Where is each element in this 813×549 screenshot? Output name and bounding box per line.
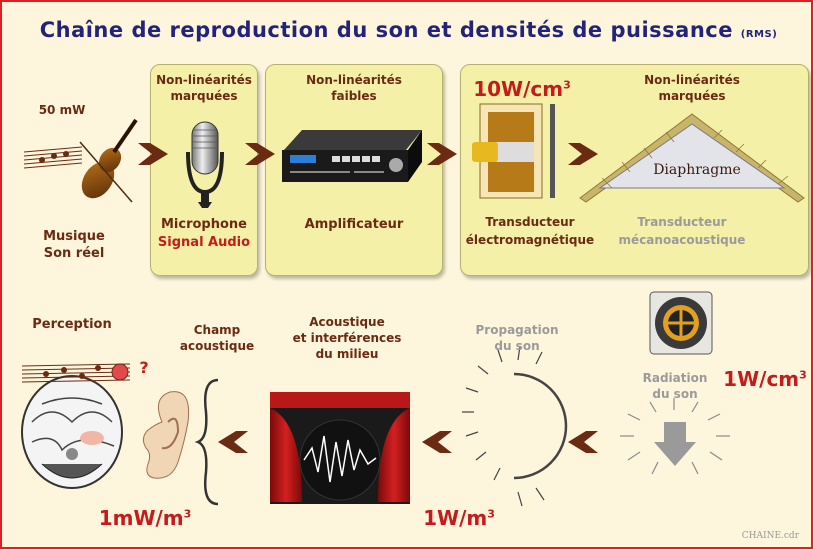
diaphragm-label-2: mécanoacoustique bbox=[618, 233, 746, 247]
field-label-2: acoustique bbox=[179, 339, 255, 353]
flow-arrow-2 bbox=[245, 143, 275, 165]
violin-icon bbox=[79, 118, 138, 203]
radiation-power: 1W/cm3 bbox=[720, 368, 810, 391]
microphone-note-1: Non-linéarités bbox=[156, 73, 252, 87]
propagation-label-1: Propagation bbox=[475, 323, 559, 337]
microphone-icon bbox=[186, 121, 224, 208]
amplifier-icon bbox=[282, 130, 422, 182]
title-suffix: (RMS) bbox=[740, 29, 778, 40]
transducer-em-power-exp: 3 bbox=[563, 78, 571, 92]
field-power-value: 1mW/m bbox=[98, 506, 184, 530]
radiation-label-2: du son bbox=[652, 387, 698, 401]
source-power: 50 mW bbox=[38, 103, 86, 117]
acoustics-power-exp: 3 bbox=[487, 507, 495, 521]
perception-staff-icon bbox=[21, 363, 131, 383]
radiation-power-exp: 3 bbox=[799, 368, 807, 382]
transducer-em-label-1: Transducteur bbox=[485, 215, 575, 229]
field-power: 1mW/m3 bbox=[90, 507, 200, 530]
diaphragm-icon bbox=[579, 113, 805, 203]
microphone-label: Microphone bbox=[160, 217, 247, 232]
field-label-1: Champ bbox=[193, 323, 241, 337]
source-label-1: Musique bbox=[43, 229, 105, 244]
flow-arrow-1 bbox=[138, 143, 168, 165]
transducer-em-label-2: électromagnétique bbox=[465, 233, 595, 247]
brain-icon bbox=[21, 375, 123, 489]
acoustics-power: 1W/m3 bbox=[414, 507, 504, 530]
microphone-sublabel: Signal Audio bbox=[157, 235, 251, 250]
transducer-em-power-value: 10W/cm bbox=[473, 77, 564, 101]
radiation-icon bbox=[620, 398, 730, 475]
perception-question: ? bbox=[139, 358, 149, 377]
amplifier-note-2: faibles bbox=[331, 89, 377, 103]
loudspeaker-icon bbox=[649, 291, 713, 355]
flow-arrow-6 bbox=[422, 431, 452, 453]
transducer-em-power: 10W/cm3 bbox=[472, 78, 572, 101]
acoustic-stage-icon bbox=[270, 392, 410, 504]
microphone-note-2: marquées bbox=[170, 89, 238, 103]
acoustics-power-value: 1W/m bbox=[423, 506, 488, 530]
file-caption: CHAINE.cdr bbox=[741, 531, 799, 541]
propagation-label-2: du son bbox=[494, 339, 540, 353]
flow-arrow-4 bbox=[568, 143, 598, 165]
electromagnetic-transducer-icon bbox=[472, 103, 555, 199]
radiation-label-1: Radiation bbox=[642, 371, 708, 385]
title-main: Chaîne de reproduction du son et densité… bbox=[39, 18, 733, 42]
diaphragm-note-2: marquées bbox=[658, 89, 726, 103]
ear-icon bbox=[142, 391, 190, 479]
radiation-power-value: 1W/cm bbox=[723, 367, 800, 391]
propagation-wave-icon bbox=[462, 345, 568, 507]
diaphragm-note-1: Non-linéarités bbox=[644, 73, 740, 87]
flow-arrow-3 bbox=[427, 143, 457, 165]
diaphragm-label-1: Transducteur bbox=[637, 215, 727, 229]
source-label-2: Son réel bbox=[43, 246, 105, 261]
field-bracket-icon bbox=[194, 378, 219, 506]
acoustics-label-3: du milieu bbox=[315, 347, 379, 361]
flow-arrow-5 bbox=[568, 431, 598, 453]
music-staff-icon bbox=[23, 146, 83, 169]
amplifier-note-1: Non-linéarités bbox=[306, 73, 402, 87]
acoustics-label-2: et interférences bbox=[292, 331, 402, 345]
diaphragm-inner-label: Diaphragme bbox=[653, 162, 741, 178]
perception-label: Perception bbox=[32, 317, 112, 332]
amplifier-label: Amplificateur bbox=[304, 217, 404, 232]
acoustics-label-1: Acoustique bbox=[309, 315, 385, 329]
field-power-exp: 3 bbox=[183, 507, 192, 521]
diagram-title: Chaîne de reproduction du son et densité… bbox=[2, 18, 811, 42]
flow-arrow-7 bbox=[218, 431, 248, 453]
